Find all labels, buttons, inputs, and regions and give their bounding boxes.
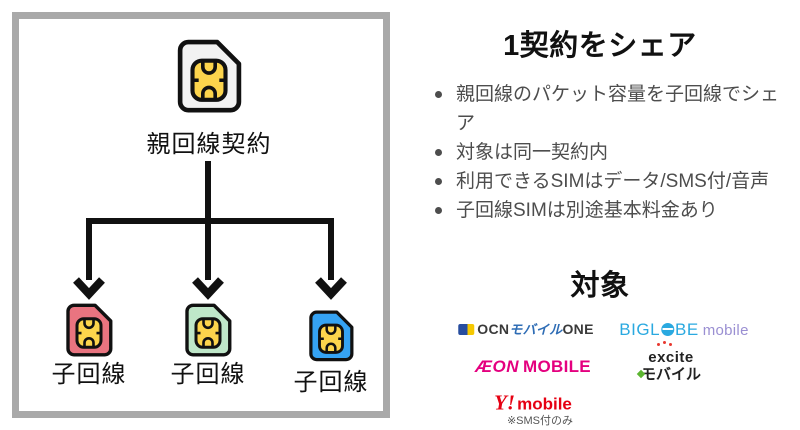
biglobe-mobile-text: mobile — [702, 322, 749, 339]
feature-item: 子回線SIMは別途基本料金あり — [428, 196, 790, 225]
target-heading: 対象 — [570, 270, 630, 302]
sms-only-note: ※SMS付のみ — [506, 415, 574, 427]
excite-mobile-word: モバイル — [640, 366, 702, 383]
ocn-logo-one-text: ONE — [562, 321, 594, 337]
parent-line-label: 親回線契約 — [146, 131, 272, 158]
ocn-mobile-one-logo: OCNモバイルONE — [458, 319, 593, 339]
feature-item: 対象は同一契約内 — [428, 138, 790, 167]
child-sim-icon-1 — [65, 303, 113, 357]
parent-sim-icon — [176, 39, 242, 113]
ymobile-logo: Y!mobile — [494, 391, 572, 416]
feature-list: 親回線のパケット容量を子回線でシェア 対象は同一契約内 利用できるSIMはデータ… — [428, 80, 790, 225]
excite-mobile-logo: excite モバイル — [636, 343, 702, 383]
diagram-canvas: 親回線契約 — [19, 19, 383, 411]
ocn-logo-mobile-text: モバイル — [509, 322, 563, 337]
excite-mobile-text: モバイル — [636, 366, 702, 383]
feature-item: 利用できるSIMはデータ/SMS付/音声 — [428, 167, 790, 196]
feature-item: 親回線のパケット容量を子回線でシェア — [428, 80, 790, 138]
excite-logo-text: excite — [648, 343, 694, 366]
globe-icon — [661, 323, 675, 336]
branch-arrows — [73, 161, 347, 300]
child-sim-icon-2 — [184, 303, 232, 357]
aeon-logo-text: ÆON — [475, 357, 520, 376]
aeon-mobile-text: MOBILE — [523, 357, 591, 376]
ocn-logo-icon — [458, 324, 475, 335]
diagram-frame: 親回線契約 — [12, 12, 390, 418]
child-sim-icon-3 — [308, 310, 354, 362]
ocn-logo-text: OCN — [477, 321, 510, 337]
child-line-label-2: 子回線 — [170, 361, 246, 388]
spark-icon — [657, 343, 661, 346]
child-line-label-3: 子回線 — [293, 369, 369, 396]
biglobe-logo-text-1: BIGL — [619, 320, 661, 339]
ymobile-y-text: Y! — [494, 390, 516, 415]
biglobe-logo-text-2: BE — [675, 320, 699, 339]
section-title: 1契約をシェア — [503, 30, 697, 62]
child-line-label-1: 子回線 — [51, 361, 127, 388]
ymobile-mobile-text: mobile — [517, 394, 572, 414]
excite-word: excite — [648, 349, 694, 366]
